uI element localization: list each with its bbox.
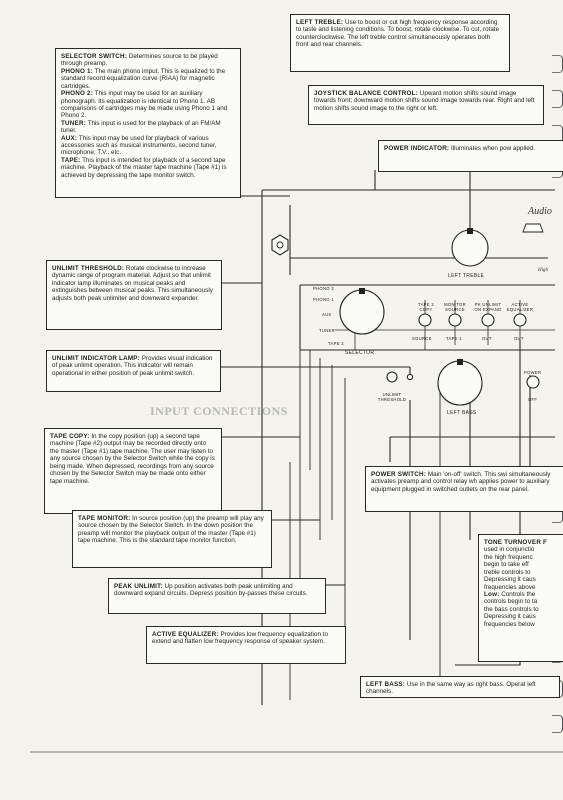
active-eq-switch [513, 313, 527, 327]
callout-text: Provides low frequency equalization to e… [152, 631, 328, 646]
callout-text: This input may be used for an auxiliary … [61, 90, 228, 120]
callout-title: TONE TURNOVER F [484, 539, 548, 546]
callout-text: Rotate clockwise to increase dynamic ran… [52, 265, 213, 302]
callout-line: frequencies below [484, 620, 535, 628]
callout-text: Upward motion shifts sound image towards… [314, 90, 535, 112]
left-bass-knob [437, 360, 483, 406]
callout-title: POWER INDICATOR: [384, 145, 450, 152]
callout-subtitle: PHONO 1: [61, 67, 94, 75]
bleed-through-heading: INPUT CONNECTIONS [150, 404, 288, 418]
callout-text: Use to boost or cut high frequency respo… [296, 19, 500, 49]
label-tape2: TAPE 2 [328, 341, 344, 346]
callout-joystick-balance: JOYSTICK BALANCE CONTROL: Upward motion … [308, 85, 544, 125]
callout-text: Provides visual indication of peak unlim… [52, 355, 213, 377]
callout-text: Use in the same way as right bass. Opera… [366, 681, 536, 696]
callout-tone-turnover: TONE TURNOVER F used in conjunctio the h… [478, 534, 563, 662]
callout-line: begin to take eff [484, 561, 529, 569]
callout-title: POWER SWITCH: [371, 471, 427, 478]
label-phono1: PHONO 1 [313, 297, 334, 302]
label-monitor-source: MONITOR SOURCE [444, 302, 466, 312]
callout-left-treble: LEFT TREBLE: Use to boost or cut high fr… [290, 14, 510, 72]
label-aux: AUX [322, 312, 332, 317]
callout-title: JOYSTICK BALANCE CONTROL: [314, 90, 419, 97]
callout-power-switch: POWER SWITCH: Main 'on-off' switch. This… [365, 466, 563, 512]
callout-line: frequencies above [484, 583, 536, 591]
label-power: POWER [524, 370, 542, 375]
callout-text: Up position activates both peak unlimiti… [114, 583, 308, 598]
callout-left-bass: LEFT BASS: Use in the same way as right … [360, 676, 560, 698]
label-source: SOURCE [412, 336, 432, 341]
peak-unlimit-switch [481, 313, 495, 327]
callout-subtitle: Low: [484, 590, 500, 598]
callout-unlimit-threshold: UNLIMIT THRESHOLD: Rotate clockwise to i… [46, 260, 222, 330]
callout-text: The main phono imput. This is equalized … [61, 67, 226, 90]
label-phono2: PHONO 2 [313, 286, 334, 291]
callout-line: Depressing it caus [484, 576, 536, 584]
callout-title: LEFT TREBLE: [296, 19, 344, 26]
callout-text: Main 'on-off' switch. This swi simultane… [371, 471, 551, 493]
callout-subtitle: AUX: [61, 134, 78, 142]
callout-text: Illuminates when pow applied. [450, 145, 535, 152]
callout-title: TAPE COPY: [50, 433, 90, 440]
callout-tape-monitor: TAPE MONITOR: In source position (up) th… [72, 510, 272, 568]
callout-line: the high frequenc [484, 553, 533, 561]
label-off: OFF [528, 397, 538, 402]
callout-text: Determines source to be played through p… [61, 53, 218, 68]
power-switch [526, 375, 540, 389]
callout-line: Controls the [501, 590, 536, 598]
callout-text: This input may be used for playback of v… [61, 134, 217, 157]
callout-power-indicator: POWER INDICATOR: Illuminates when pow ap… [378, 140, 563, 172]
callout-line: the bass controls to [484, 605, 539, 613]
callout-line: controls begin to ta [484, 598, 538, 606]
callout-text: In source position (up) the preamp will … [78, 515, 264, 545]
brand-mark: Audio [528, 206, 552, 217]
brand-sub: High [538, 268, 548, 273]
label-out-2: OUT [514, 336, 524, 341]
callout-line: Depressing it caus [484, 613, 536, 621]
callout-subtitle: TAPE: [61, 156, 81, 164]
callout-title: UNLIMIT THRESHOLD: [52, 265, 125, 272]
unlimit-lamp [406, 373, 414, 381]
callout-title: LEFT BASS: [366, 681, 406, 688]
hex-nut [271, 234, 289, 256]
selector-knob [339, 289, 385, 335]
label-left-bass: LEFT BASS [447, 410, 477, 416]
label-selector: SELECTOR [345, 350, 375, 356]
label-left-treble: LEFT TREBLE [448, 273, 485, 279]
label-tape1: TAPE 1 [446, 336, 462, 341]
callout-title: SELECTOR SWITCH: [61, 53, 128, 60]
binding-ring [552, 55, 563, 73]
callout-text: This input is used for the playback of a… [61, 119, 221, 135]
callout-unlimit-indicator-lamp: UNLIMIT INDICATOR LAMP: Provides visual … [46, 350, 221, 392]
label-active-eq: ACTIVE EQUALIZER [506, 302, 534, 312]
callout-active-equalizer: ACTIVE EQUALIZER: Provides low frequency… [146, 626, 346, 664]
callout-subtitle: PHONO 2: [61, 90, 94, 98]
callout-title: TAPE MONITOR: [78, 515, 131, 522]
left-treble-knob [451, 229, 489, 267]
binding-ring [552, 715, 563, 733]
tape-copy-switch [418, 313, 432, 327]
callout-line: used in conjunctio [484, 546, 535, 554]
label-out-1: OUT [482, 336, 492, 341]
callout-peak-unlimit: PEAK UNLIMIT: Up position activates both… [108, 578, 326, 614]
callout-title: UNLIMIT INDICATOR LAMP: [52, 355, 140, 362]
callout-subtitle: TUNER: [61, 119, 86, 127]
label-peak-unlimit: PK UNLIMIT ON EXPAND [474, 302, 502, 312]
callout-text: In the copy position (up) a second tape … [50, 433, 215, 485]
label-tuner: TUNER [319, 328, 335, 333]
binding-ring [552, 90, 563, 108]
unlimit-threshold-knob [386, 371, 398, 383]
callout-title: PEAK UNLIMIT: [114, 583, 163, 590]
callout-selector-switch: SELECTOR SWITCH: Determines source to be… [55, 48, 241, 198]
monitor-switch [448, 313, 462, 327]
label-unlimit-threshold: UNLIMIT THRESHOLD [377, 392, 407, 402]
callout-title: ACTIVE EQUALIZER: [152, 631, 219, 638]
label-tape-copy: TAPE 2 COPY [418, 302, 434, 312]
callout-text: This input is intended for playback of a… [61, 156, 227, 179]
callout-tape-copy: TAPE COPY: In the copy position (up) a s… [44, 428, 222, 514]
callout-line: treble controls to [484, 568, 531, 576]
